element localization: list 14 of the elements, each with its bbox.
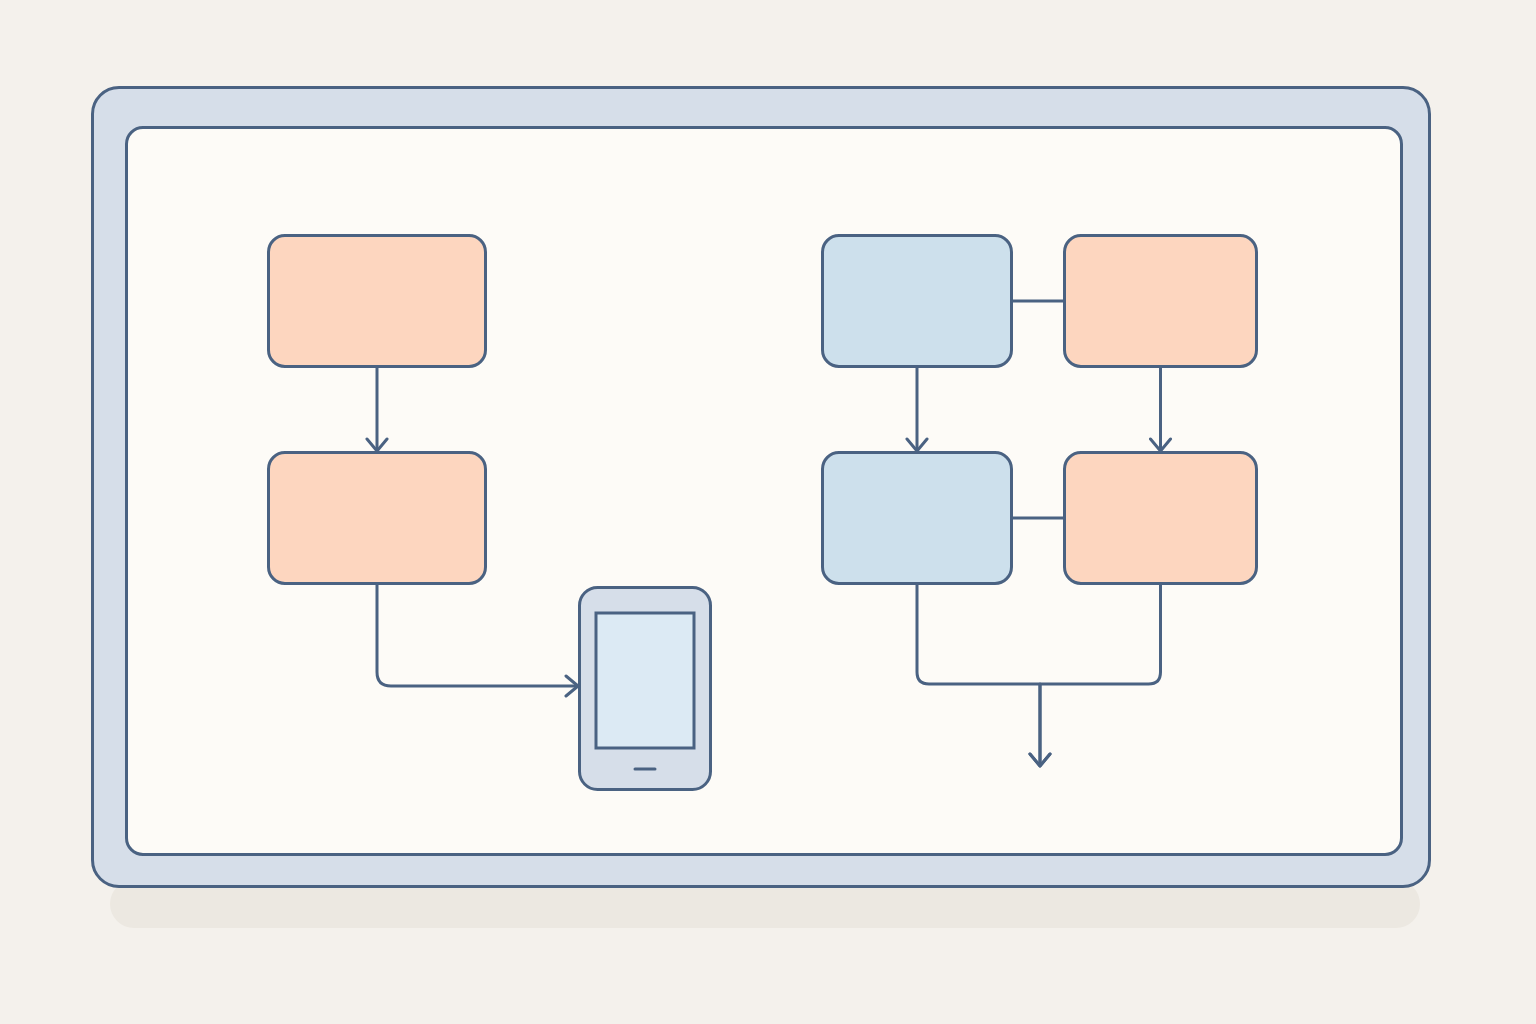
process-box xyxy=(1063,451,1258,585)
process-box xyxy=(821,234,1013,368)
arrow xyxy=(1149,368,1172,453)
arrow xyxy=(905,368,929,453)
phone-drawing xyxy=(578,586,712,791)
arrow xyxy=(375,585,580,698)
connector-line xyxy=(1013,516,1063,520)
arrow xyxy=(365,368,389,453)
process-box xyxy=(267,234,487,368)
process-box xyxy=(821,451,1013,585)
process-box xyxy=(1063,234,1258,368)
arrow xyxy=(1028,585,1162,768)
process-box xyxy=(267,451,487,585)
connector-line xyxy=(1013,299,1063,303)
